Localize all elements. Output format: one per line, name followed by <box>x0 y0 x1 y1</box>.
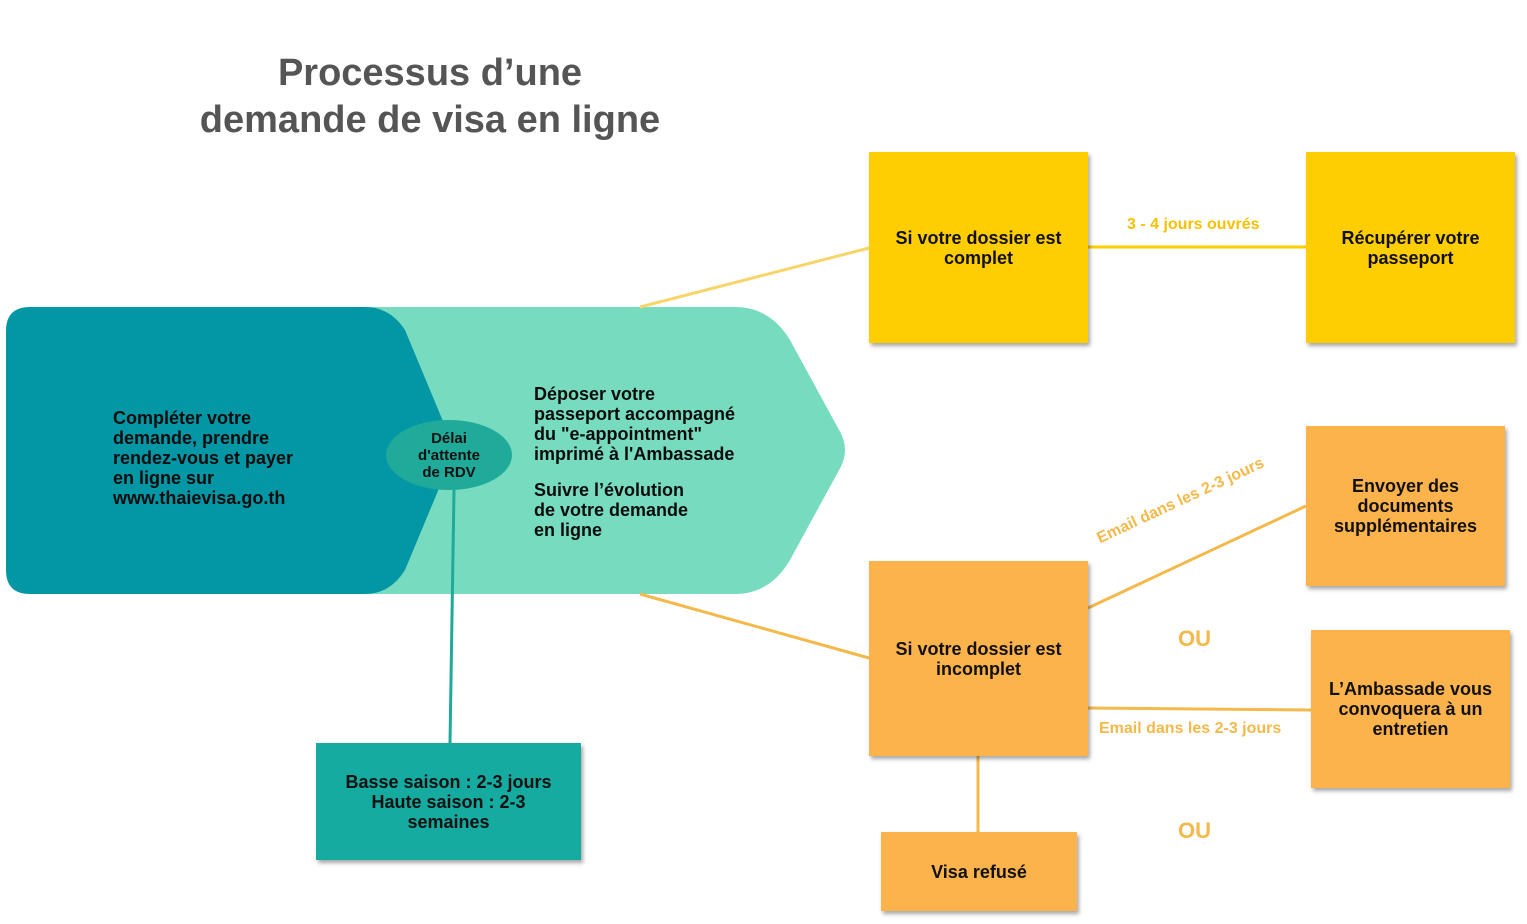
email-label-interview: Email dans les 2-3 jours <box>1099 720 1282 737</box>
complete-connector <box>639 246 870 309</box>
incomplete-to-interview-connector <box>1087 706 1312 712</box>
step1-text: Compléter votre demande, prendre rendez-… <box>113 408 294 508</box>
complete-condition-box: Si votre dossier est complet <box>869 152 1088 343</box>
step2-text: Déposer votre passeport accompagné du "e… <box>534 384 736 464</box>
page-title: Processus d’une demande de visa en ligne <box>130 50 730 144</box>
step1-chevron-shape <box>6 307 455 594</box>
or-label-2: OU <box>1178 818 1211 843</box>
complete-delay-label: 3 - 4 jours ouvrés <box>1127 216 1260 233</box>
title-line-2: demande de visa en ligne <box>199 99 661 141</box>
incomplete-condition-box: Si votre dossier est incomplet <box>869 561 1088 756</box>
waiting-connector <box>448 489 456 744</box>
send-documents-box: Envoyer des documents supplémentaires <box>1306 426 1505 586</box>
retrieve-passport-box: Récupérer votre passeport <box>1306 152 1515 343</box>
or-label-1: OU <box>1178 626 1211 651</box>
waiting-time-bubble: Délai d'attente de RDV <box>386 420 512 490</box>
step2-arrow-shape <box>360 307 845 594</box>
interview-box: L’Ambassade vous convoquera à un entreti… <box>1311 630 1510 788</box>
incomplete-connector <box>639 592 870 660</box>
visa-refused-box: Visa refusé <box>881 832 1077 911</box>
title-line-1: Processus d’une <box>277 52 583 94</box>
step2-followup-text: Suivre l’évolution de votre demande en l… <box>534 480 689 540</box>
incomplete-to-documents-connector <box>1087 504 1307 610</box>
waiting-time-box: Basse saison : 2-3 jours Haute saison : … <box>316 743 581 860</box>
